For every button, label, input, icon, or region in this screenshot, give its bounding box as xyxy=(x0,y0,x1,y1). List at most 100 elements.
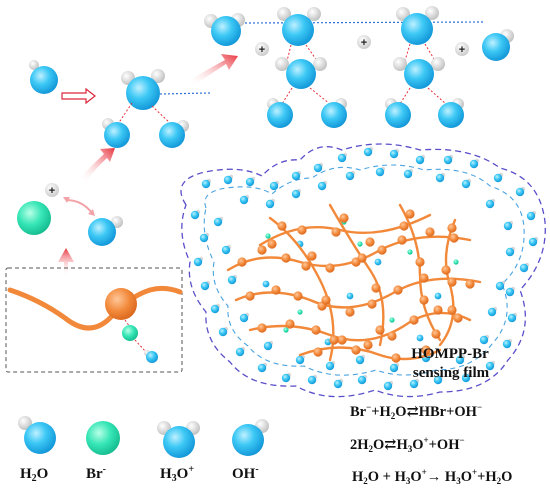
polymer-bead xyxy=(367,299,377,309)
film-water-dot xyxy=(291,171,301,181)
film-water-dot xyxy=(479,335,489,345)
legend: H2O Br- H3O+ OH- xyxy=(18,416,269,484)
film-water-dot xyxy=(227,275,237,285)
film-water-dot xyxy=(505,247,515,257)
polymer-bead xyxy=(425,227,435,237)
polymer-bead xyxy=(415,257,425,267)
polymer-bead xyxy=(357,253,367,263)
legend-label-h2o: H2O xyxy=(20,466,48,484)
polymer-bead xyxy=(397,235,407,245)
legend-label-oh: OH- xyxy=(232,464,259,482)
legend-label-h3o: H3O+ xyxy=(160,464,194,484)
film-water-dot xyxy=(307,375,317,385)
legend-oh-icon xyxy=(232,419,269,456)
polymer-bead xyxy=(297,225,307,235)
film-water-dot xyxy=(346,292,354,300)
h2o-molecule-icon xyxy=(204,13,245,46)
film-water-dot xyxy=(409,379,419,389)
film-water-dot xyxy=(528,237,538,247)
polymer-bead xyxy=(465,279,475,289)
polymer-bead xyxy=(431,329,441,339)
polymer-bead xyxy=(447,223,457,233)
h2o-molecule-icon xyxy=(29,60,58,94)
svg-text:+: + xyxy=(361,37,367,49)
film-dots xyxy=(190,146,539,391)
film-water-dot xyxy=(363,147,373,157)
film-water-dot xyxy=(389,363,399,373)
film-water-dot xyxy=(221,245,231,255)
legend-h3o-icon xyxy=(157,421,200,458)
polymer-bead xyxy=(377,245,387,255)
plus-badge-icon: + xyxy=(45,183,59,197)
plus-badge-icon: + xyxy=(455,42,469,56)
film-water-dot xyxy=(199,233,209,243)
polymer-bead xyxy=(419,295,429,305)
film-water-dot xyxy=(345,171,355,181)
film-water-dot xyxy=(415,155,425,165)
film-bromide-dot xyxy=(283,327,289,333)
film-water-dot xyxy=(193,257,203,267)
film-water-dot xyxy=(526,211,536,221)
legend-br-icon xyxy=(86,421,120,455)
film-water-dot xyxy=(389,149,399,159)
polymer-bead xyxy=(339,213,349,223)
film-water-dot xyxy=(433,375,443,385)
film-water-dot xyxy=(357,375,367,385)
h3o-ion-icon xyxy=(393,57,445,89)
h2o-molecule-icon xyxy=(159,120,189,148)
film-water-dot xyxy=(333,379,343,389)
legend-label-br: Br- xyxy=(86,464,106,482)
polymer-bead xyxy=(281,253,291,263)
film-water-dot xyxy=(337,153,347,163)
film-water-dot xyxy=(434,292,442,300)
polymer-bead xyxy=(351,345,361,355)
polymer-bead xyxy=(257,245,267,255)
h3o-ion-icon xyxy=(275,57,327,89)
film-water-dot xyxy=(201,179,211,189)
polymer-bead xyxy=(419,273,429,283)
polymer-bead xyxy=(421,345,431,355)
film-water-dot xyxy=(263,341,273,351)
polymer-bead xyxy=(393,285,403,295)
h2o-molecule-icon xyxy=(482,29,514,61)
film-water-dot xyxy=(485,199,495,209)
film-water-dot xyxy=(223,175,233,185)
film-water-dot xyxy=(455,355,465,365)
film-water-dot xyxy=(239,313,249,323)
film-water-dot xyxy=(507,313,517,323)
svg-text:+: + xyxy=(459,44,465,56)
polymer-bead xyxy=(365,237,375,247)
equation-1: Br−+H2O⇄HBr+OH− xyxy=(350,402,482,421)
polymer-bead xyxy=(447,277,457,287)
polymer-bead xyxy=(277,221,287,231)
film-water-dot xyxy=(403,169,413,179)
film-bromide-dot xyxy=(357,241,363,247)
polymer-bead xyxy=(313,347,323,357)
film-bromide-dot xyxy=(265,233,271,239)
reaction-arrow-icon xyxy=(190,54,238,86)
polymer-bead xyxy=(301,261,311,271)
film-water-dot xyxy=(269,181,279,191)
h2o-molecule-icon xyxy=(88,216,123,246)
film-water-dot xyxy=(435,173,445,183)
svg-text:+: + xyxy=(49,185,55,197)
polymer-bead xyxy=(271,285,281,295)
polymer-bead xyxy=(363,340,373,350)
equation-3: H2O + H3O+→ H3O++H2O xyxy=(352,467,512,486)
film-water-dot xyxy=(493,173,503,183)
film-water-dot xyxy=(281,373,291,383)
film-water-dot xyxy=(190,210,200,220)
polymer-bead xyxy=(257,323,267,333)
film-water-dot xyxy=(495,281,505,291)
polymer-bead xyxy=(391,353,401,363)
h2o-molecule-icon xyxy=(102,118,130,148)
film-water-dot xyxy=(383,381,393,391)
h3o-ion-icon xyxy=(121,69,165,110)
hollow-arrow-icon xyxy=(61,87,96,105)
polymer-bead xyxy=(311,325,321,335)
proton-transfer-chain: + + + xyxy=(204,6,514,128)
film-water-dot xyxy=(443,155,453,165)
film-water-dot xyxy=(375,167,385,177)
polymer-bead xyxy=(405,209,415,219)
